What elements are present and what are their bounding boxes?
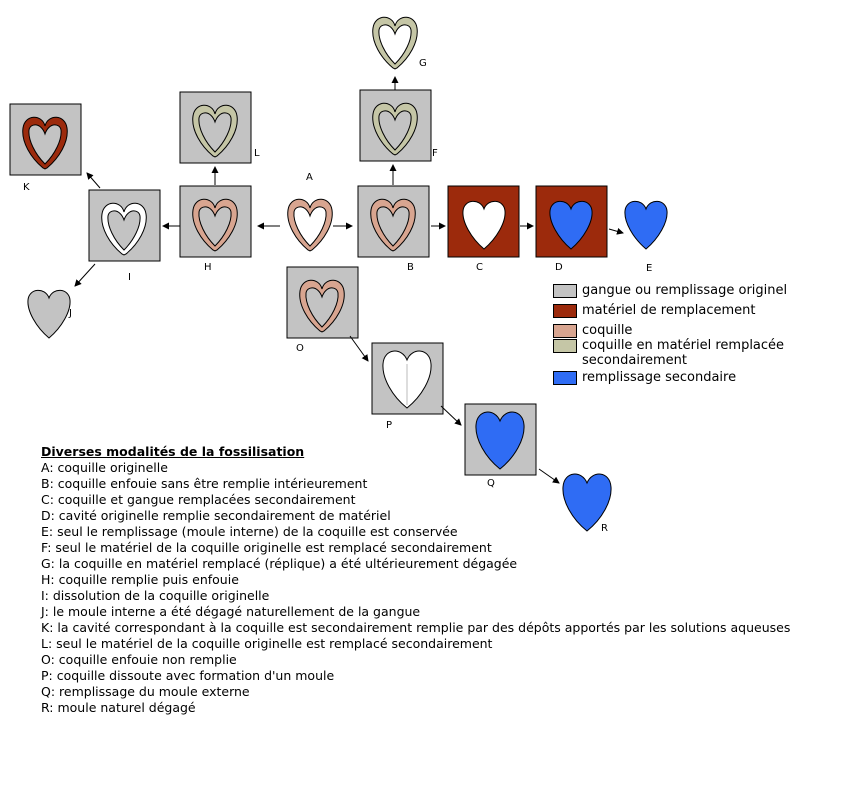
label-o: O — [296, 343, 304, 354]
caption-line: J: le moule interne a été dégagé naturel… — [41, 604, 421, 619]
caption-line: D: cavité originelle remplie secondairem… — [41, 508, 391, 523]
caption-line: A: coquille originelle — [41, 460, 168, 475]
caption-line: Q: remplissage du moule externe — [41, 684, 250, 699]
caption-line: E: seul le remplissage (moule interne) d… — [41, 524, 458, 539]
legend-item-replacement: matériel de remplacement — [553, 303, 853, 318]
legend-swatch — [553, 304, 577, 318]
label-b: B — [407, 262, 414, 273]
caption-line: O: coquille enfouie non remplie — [41, 652, 237, 667]
legend-label: coquille — [582, 323, 633, 338]
legend-swatch — [553, 371, 577, 385]
legend-item-secondary-fill: remplissage secondaire — [553, 370, 853, 385]
legend-swatch — [553, 324, 577, 338]
legend-swatch — [553, 339, 577, 353]
mould-e — [624, 200, 668, 250]
label-p: P — [386, 420, 392, 431]
caption-title: Diverses modalités de la fossilisation — [41, 444, 305, 459]
caption-line: L: seul le matériel de la coquille origi… — [41, 636, 493, 651]
caption-line: B: coquille enfouie sans être remplie in… — [41, 476, 368, 491]
legend-label: matériel de remplacement — [582, 303, 756, 318]
legend-item-shell: coquille — [553, 323, 853, 338]
label-a: A — [306, 172, 313, 183]
legend-item-replaced-shell: coquille en matériel remplacée secondair… — [553, 338, 853, 368]
label-j: J — [68, 308, 72, 319]
legend-label: remplissage secondaire — [582, 370, 737, 385]
legend-label: gangue ou remplissage originel — [582, 283, 788, 298]
label-r: R — [601, 523, 608, 534]
caption-line: F: seul le matériel de la coquille origi… — [41, 540, 492, 555]
legend: gangue ou remplissage originel matériel … — [553, 283, 853, 390]
label-h: H — [204, 262, 212, 273]
legend-swatch — [553, 284, 577, 298]
arrow-p-q — [440, 405, 462, 426]
caption-line: I: dissolution de la coquille originelle — [41, 588, 270, 603]
caption-line: R: moule naturel dégagé — [41, 700, 196, 715]
caption-line: P: coquille dissoute avec formation d'un… — [41, 668, 335, 683]
label-d: D — [555, 262, 563, 273]
legend-item-gangue: gangue ou remplissage originel — [553, 283, 853, 298]
caption-line: C: coquille et gangue remplacées seconda… — [41, 492, 356, 507]
label-e: E — [646, 263, 652, 274]
label-l: L — [254, 148, 260, 159]
caption-line: K: la cavité correspondant à la coquille… — [41, 620, 791, 635]
caption-line: G: la coquille en matériel remplacé (rép… — [41, 556, 518, 571]
arrow-o-p — [349, 335, 369, 362]
arrow-q-r — [538, 468, 560, 484]
arrow-i-j — [74, 263, 96, 287]
legend-label: coquille en matériel remplacée secondair… — [582, 338, 785, 368]
label-k: K — [23, 182, 30, 193]
arrow-d-e — [608, 227, 624, 235]
mould-j — [27, 289, 71, 339]
label-q: Q — [487, 478, 495, 489]
caption-line: H: coquille remplie puis enfouie — [41, 572, 239, 587]
shell-a — [287, 198, 333, 252]
caption: Diverses modalités de la fossilisation A… — [41, 444, 841, 716]
label-f: F — [432, 148, 438, 159]
shell-g — [372, 16, 418, 70]
arrow-i-k — [86, 172, 101, 189]
label-i: I — [128, 272, 131, 283]
label-c: C — [476, 262, 483, 273]
label-g: G — [419, 58, 427, 69]
